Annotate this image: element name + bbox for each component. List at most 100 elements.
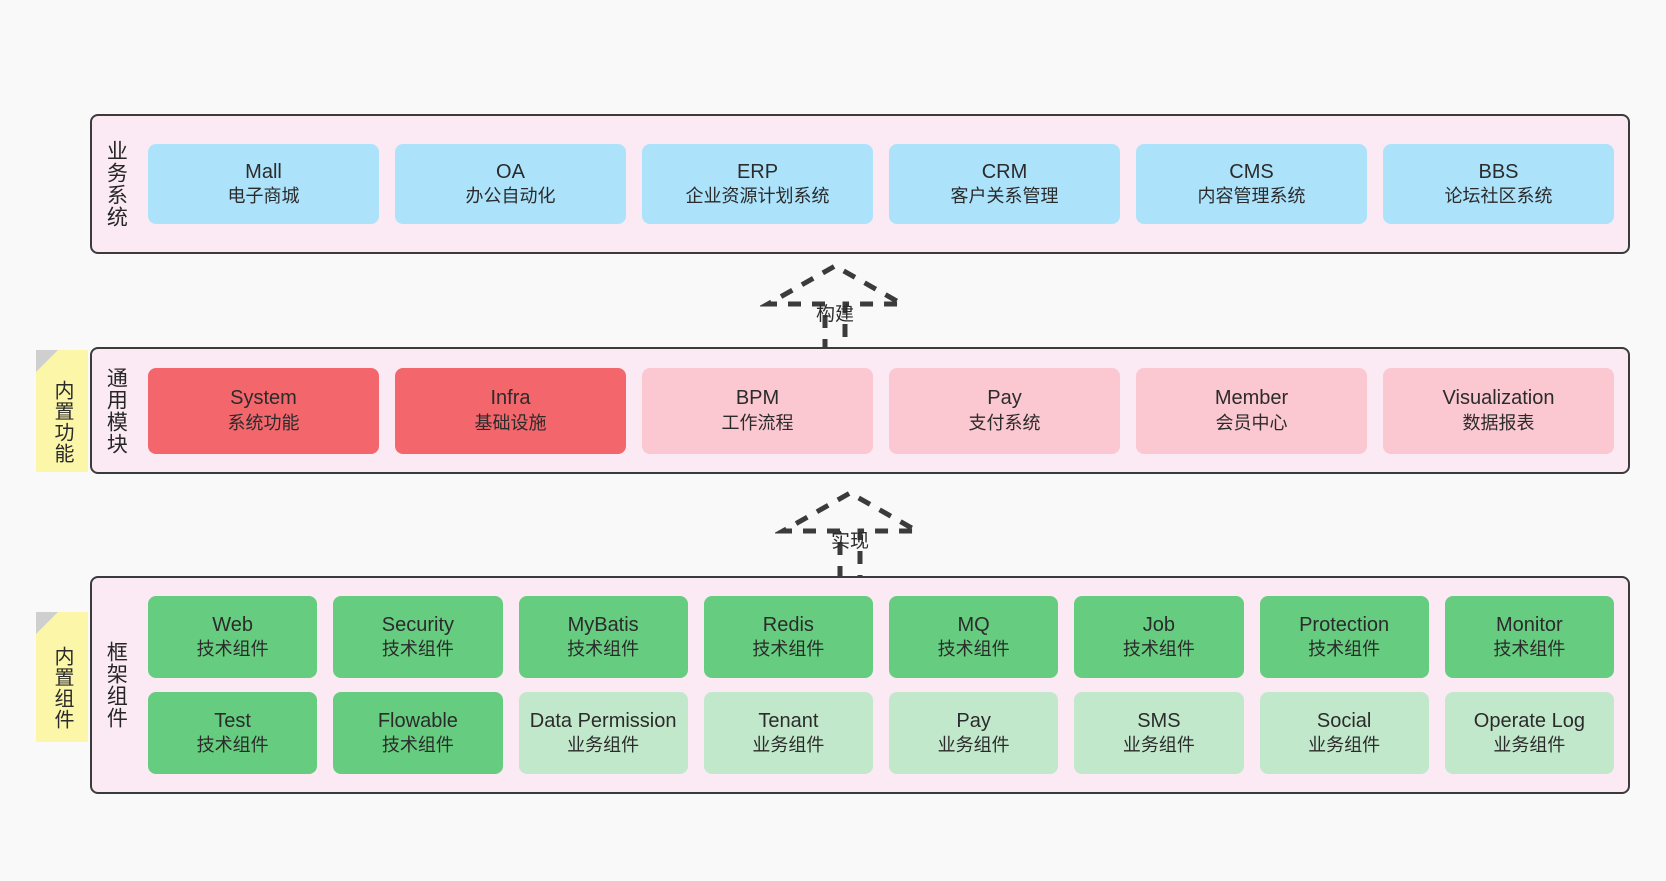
card-subtitle: 技术组件 — [381, 639, 454, 660]
card-title: Pay — [956, 709, 991, 732]
card-title: SMS — [1137, 709, 1181, 732]
card-pay-module[interactable]: Pay 支付系统 — [889, 367, 1120, 454]
card-mq[interactable]: MQ 技术组件 — [889, 596, 1059, 678]
sticky-note-label: 内置功能 — [51, 380, 73, 464]
card-subtitle: 数据报表 — [1462, 412, 1535, 433]
card-operate-log[interactable]: Operate Log 业务组件 — [1444, 692, 1614, 774]
card-title: Redis — [762, 613, 814, 636]
arrow-label-implement: 实现 — [830, 531, 870, 552]
card-title: OA — [496, 160, 525, 183]
card-row: System 系统功能 Infra 基础设施 BPM 工作流程 Pay 支付系统… — [148, 367, 1614, 454]
card-social[interactable]: Social 业务组件 — [1259, 692, 1429, 774]
card-erp[interactable]: ERP 企业资源计划系统 — [642, 144, 873, 224]
layer-body-business-systems: Mall 电子商城 OA 办公自动化 ERP 企业资源计划系统 CRM 客户关系… — [138, 116, 1628, 252]
card-bbs[interactable]: BBS 论坛社区系统 — [1383, 144, 1614, 224]
arrow-label-build: 构建 — [815, 304, 855, 325]
card-title: BBS — [1478, 160, 1519, 183]
dashed-arrow-icon — [775, 490, 925, 579]
card-subtitle: 工作流程 — [721, 412, 794, 433]
card-data-permission[interactable]: Data Permission 业务组件 — [518, 692, 688, 774]
card-subtitle: 系统功能 — [227, 412, 300, 433]
card-subtitle: 支付系统 — [968, 412, 1041, 433]
card-title: Visualization — [1442, 387, 1555, 410]
card-row: Mall 电子商城 OA 办公自动化 ERP 企业资源计划系统 CRM 客户关系… — [148, 144, 1614, 224]
card-cms[interactable]: CMS 内容管理系统 — [1136, 144, 1367, 224]
card-monitor[interactable]: Monitor 技术组件 — [1444, 596, 1614, 678]
card-protection[interactable]: Protection 技术组件 — [1259, 596, 1429, 678]
card-subtitle: 办公自动化 — [465, 186, 556, 207]
card-subtitle: 技术组件 — [196, 735, 269, 756]
card-title: Test — [214, 709, 251, 732]
generalization-arrow-implement: 实现 — [775, 489, 925, 579]
card-pay-component[interactable]: Pay 业务组件 — [889, 692, 1059, 774]
card-crm[interactable]: CRM 客户关系管理 — [889, 144, 1120, 224]
card-title: Flowable — [377, 709, 458, 732]
card-subtitle: 会员中心 — [1215, 412, 1288, 433]
card-security[interactable]: Security 技术组件 — [333, 596, 503, 678]
card-title: Protection — [1299, 613, 1390, 636]
card-subtitle: 论坛社区系统 — [1444, 186, 1553, 207]
card-tenant[interactable]: Tenant 业务组件 — [703, 692, 873, 774]
card-job[interactable]: Job 技术组件 — [1074, 596, 1244, 678]
card-subtitle: 内容管理系统 — [1197, 186, 1306, 207]
layer-title-framework-components: 框架组件 — [104, 641, 128, 729]
card-subtitle: 技术组件 — [752, 639, 825, 660]
card-oa[interactable]: OA 办公自动化 — [395, 144, 626, 224]
card-visualization[interactable]: Visualization 数据报表 — [1383, 367, 1614, 454]
card-mybatis[interactable]: MyBatis 技术组件 — [518, 596, 688, 678]
sticky-note-label: 内置组件 — [51, 646, 73, 730]
card-title: CRM — [981, 160, 1028, 183]
card-subtitle: 基础设施 — [474, 412, 547, 433]
card-row: Test 技术组件 Flowable 技术组件 Data Permission … — [148, 692, 1614, 774]
card-subtitle: 电子商城 — [227, 186, 300, 207]
card-title: Tenant — [758, 709, 819, 732]
card-web[interactable]: Web 技术组件 — [148, 596, 318, 678]
card-redis[interactable]: Redis 技术组件 — [703, 596, 873, 678]
layer-body-framework-components: Web 技术组件 Security 技术组件 MyBatis 技术组件 Redi… — [138, 578, 1628, 792]
card-subtitle: 技术组件 — [567, 639, 640, 660]
card-subtitle: 技术组件 — [381, 735, 454, 756]
card-title: Data Permission — [529, 709, 677, 732]
card-subtitle: 技术组件 — [937, 639, 1010, 660]
card-subtitle: 业务组件 — [937, 735, 1010, 756]
card-subtitle: 业务组件 — [1122, 735, 1195, 756]
card-subtitle: 企业资源计划系统 — [685, 186, 830, 207]
layer-title-business-systems: 业务系统 — [104, 140, 128, 228]
card-title: Pay — [987, 387, 1022, 410]
card-subtitle: 技术组件 — [196, 639, 269, 660]
card-subtitle: 技术组件 — [1493, 639, 1566, 660]
card-title: Infra — [490, 387, 531, 410]
card-title: ERP — [736, 160, 779, 183]
card-subtitle: 业务组件 — [1308, 735, 1381, 756]
card-title: CMS — [1229, 160, 1274, 183]
card-title: BPM — [735, 387, 780, 410]
card-title: Web — [212, 613, 253, 636]
layer-body-common-modules: System 系统功能 Infra 基础设施 BPM 工作流程 Pay 支付系统… — [138, 349, 1628, 472]
card-title: Operate Log — [1473, 709, 1585, 732]
card-title: Job — [1142, 613, 1175, 636]
card-title: MQ — [957, 613, 990, 636]
card-title: System — [230, 387, 297, 410]
card-infra[interactable]: Infra 基础设施 — [395, 367, 626, 454]
card-title: MyBatis — [567, 613, 639, 636]
card-title: Security — [381, 613, 454, 636]
card-sms[interactable]: SMS 业务组件 — [1074, 692, 1244, 774]
card-bpm[interactable]: BPM 工作流程 — [642, 367, 873, 454]
card-title: Social — [1316, 709, 1372, 732]
card-title: Mall — [245, 160, 282, 183]
card-test[interactable]: Test 技术组件 — [148, 692, 318, 774]
card-subtitle: 业务组件 — [752, 735, 825, 756]
card-title: Member — [1214, 387, 1289, 410]
card-member[interactable]: Member 会员中心 — [1136, 367, 1367, 454]
card-subtitle: 客户关系管理 — [950, 186, 1059, 207]
card-flowable[interactable]: Flowable 技术组件 — [333, 692, 503, 774]
layer-framework-components: 框架组件 Web 技术组件 Security 技术组件 MyBatis 技术组件… — [90, 576, 1630, 794]
sticky-note-builtin-features: 内置功能 — [36, 350, 88, 472]
dashed-arrow-icon — [760, 263, 910, 352]
card-mall[interactable]: Mall 电子商城 — [148, 144, 379, 224]
card-subtitle: 技术组件 — [1308, 639, 1381, 660]
layer-title-common-modules: 通用模块 — [104, 366, 128, 455]
generalization-arrow-build: 构建 — [760, 262, 910, 352]
card-system[interactable]: System 系统功能 — [148, 367, 379, 454]
